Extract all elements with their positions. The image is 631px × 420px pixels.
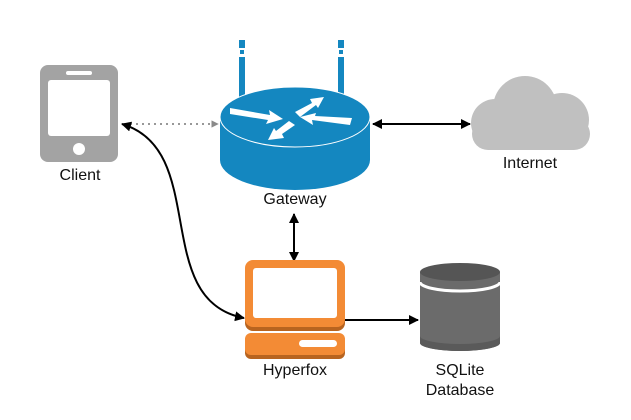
database-icon — [418, 263, 502, 351]
gateway-label: Gateway — [263, 191, 326, 208]
cloud-icon — [471, 76, 590, 150]
edge-client-hyperfox — [121, 121, 245, 322]
client-label: Client — [60, 167, 101, 184]
internet-label: Internet — [503, 155, 558, 172]
database-label-line1: SQLite — [436, 362, 485, 379]
smartphone-icon — [40, 65, 118, 162]
router-icon — [219, 40, 371, 190]
database-label-line2: Database — [426, 382, 495, 399]
hyperfox-label: Hyperfox — [263, 362, 327, 379]
computer-icon — [245, 260, 345, 359]
